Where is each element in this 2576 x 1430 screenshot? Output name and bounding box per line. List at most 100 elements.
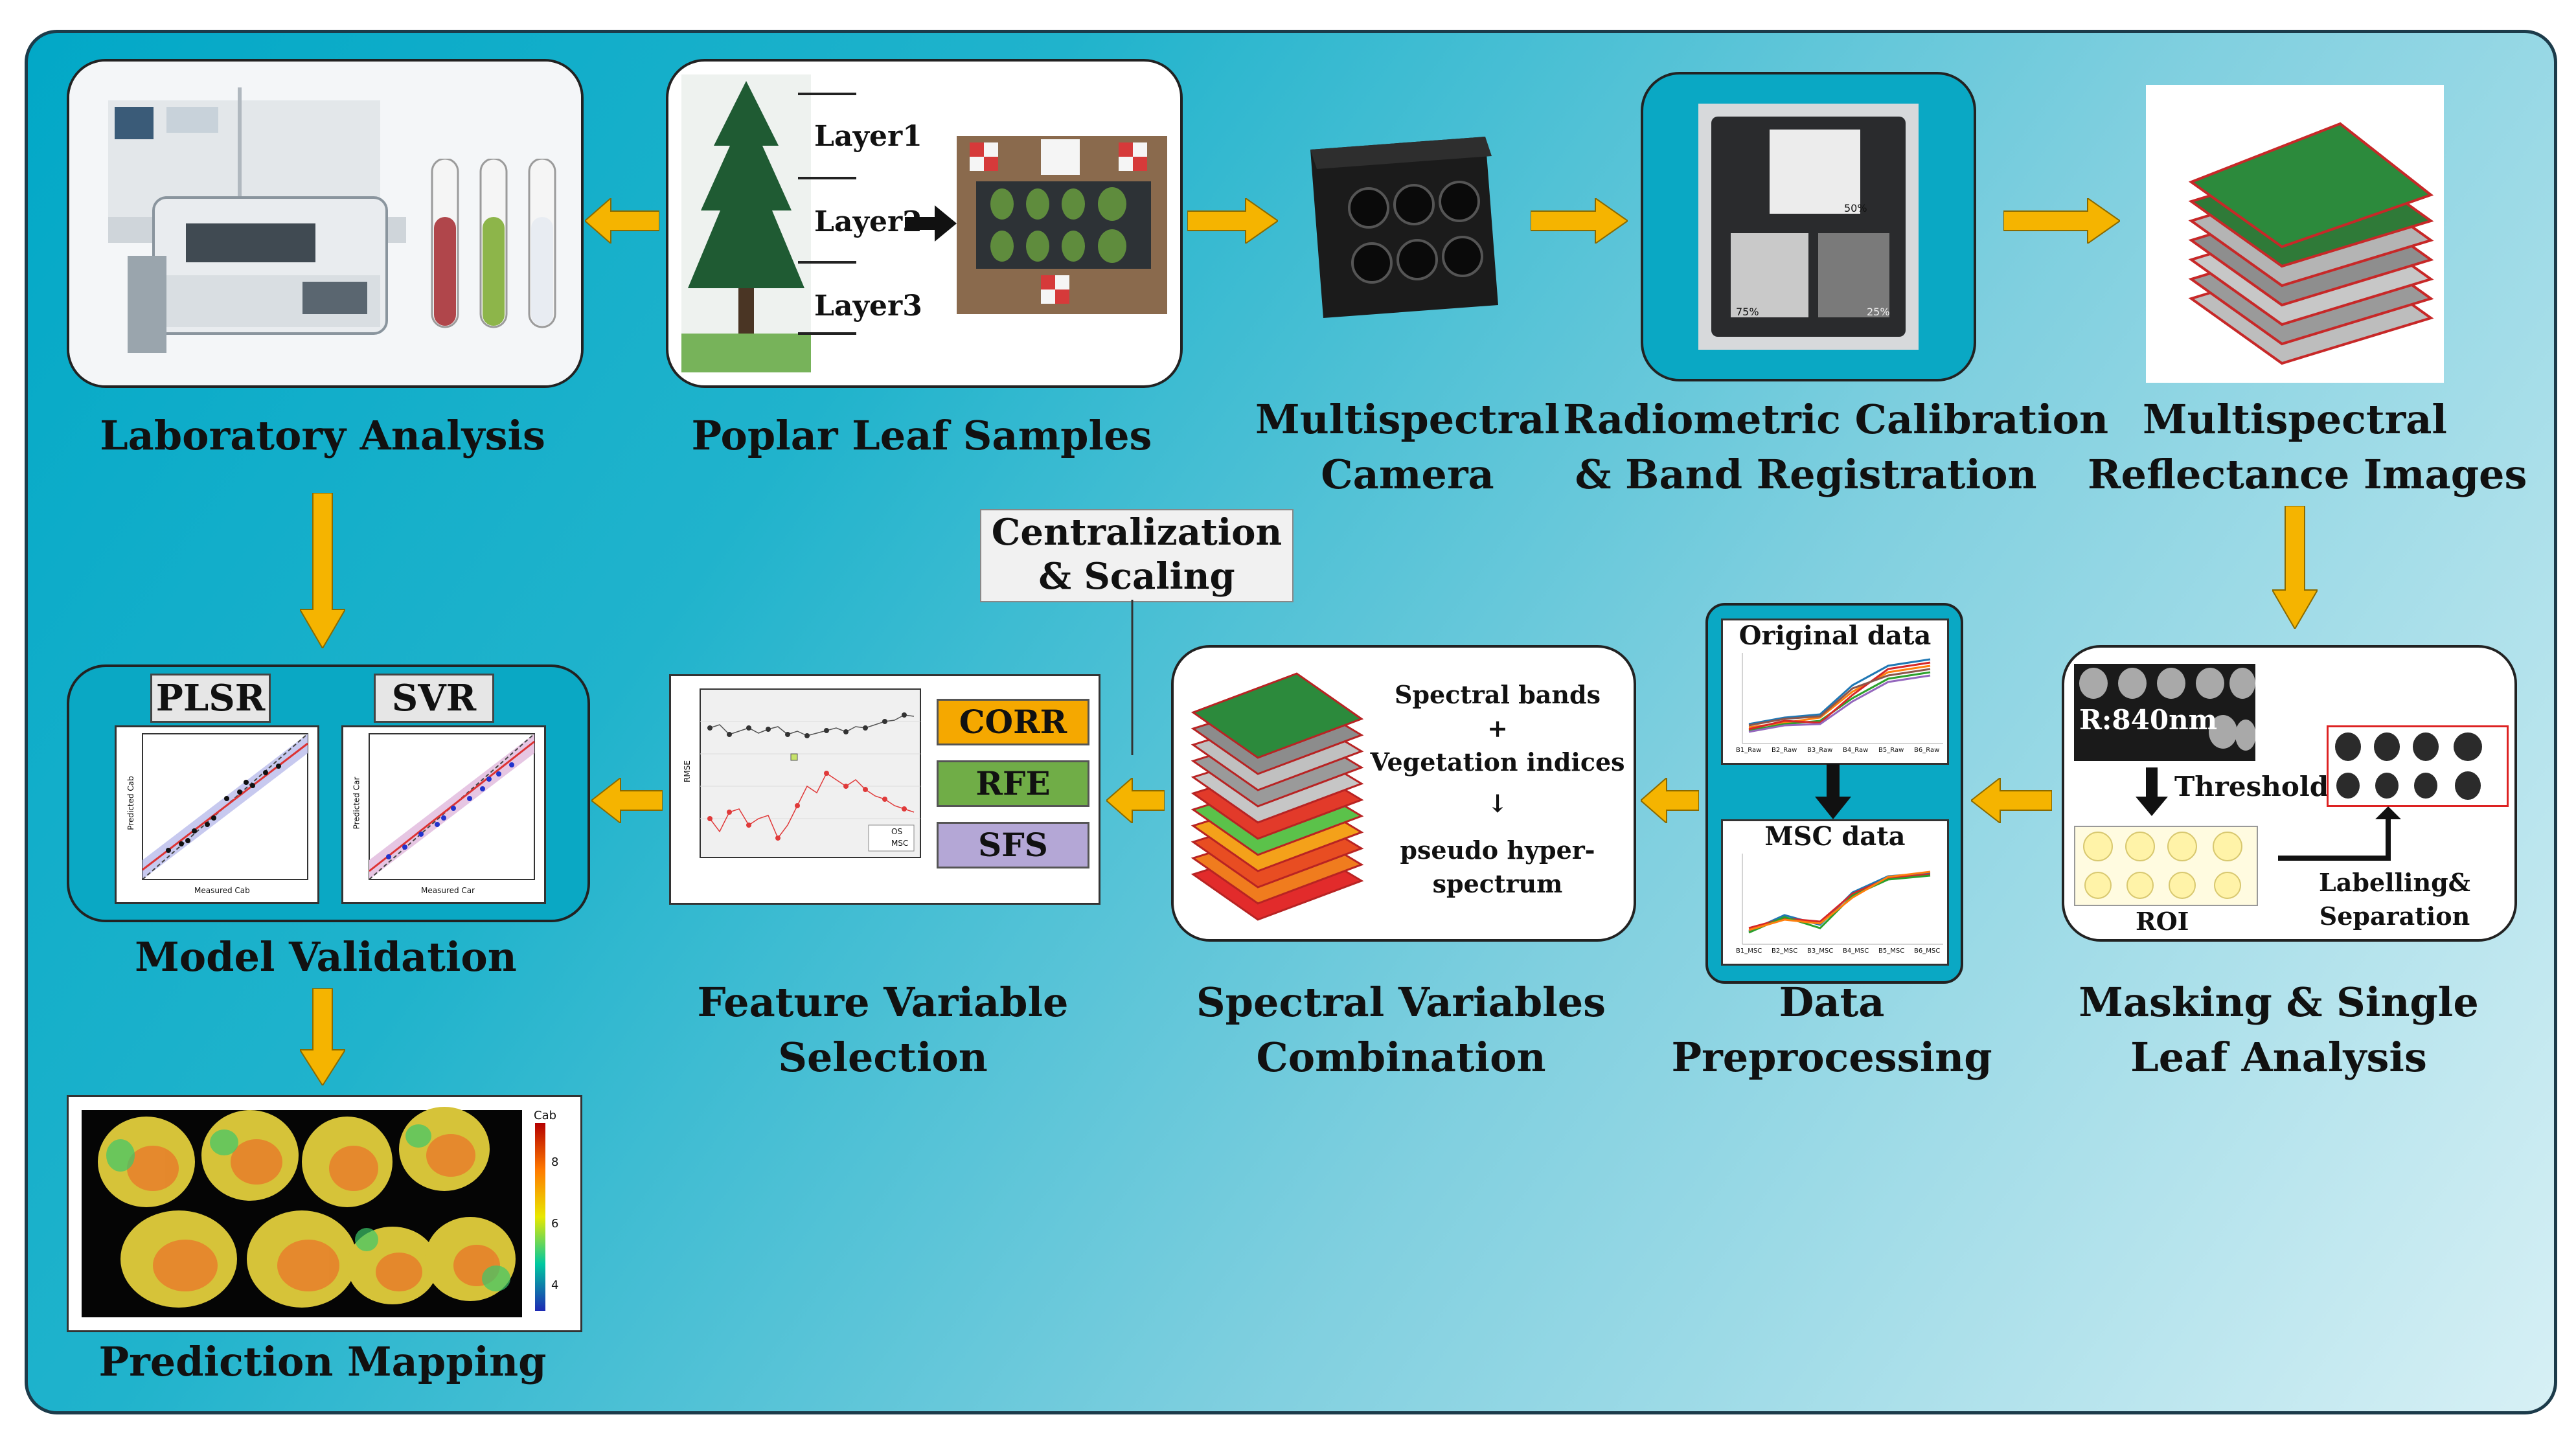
original-data-chart: Original data B1_Raw B2_Raw B3_Raw B4_Ra… [1721, 619, 1949, 765]
validation-label: Model Validation [135, 933, 517, 981]
prediction-map: Cab 8 6 4 [67, 1095, 582, 1332]
orig-tick-2: B2_Raw [1772, 747, 1797, 754]
reflectance-label-line1: Multispectral [2143, 396, 2447, 443]
radiometric-calibration-box: 50% 75% 25% [1641, 72, 1976, 381]
rmse-ylabel: RMSE [682, 760, 692, 782]
reflectance-image-stack [2146, 85, 2444, 383]
combination-line3: pseudo hyper- [1400, 835, 1595, 865]
combination-label-line2: Combination [1256, 1034, 1546, 1081]
spectral-combination-box: Spectral bands + Vegetation indices ↓ ps… [1171, 645, 1636, 942]
corr-method-chip: CORR [937, 699, 1089, 745]
poplar-tree-icon [681, 74, 811, 372]
arrow-masking-to-preprocessing [1971, 778, 2052, 823]
reflectance-label-line2: Reflectance Images [2088, 451, 2527, 498]
msc-tick-5: B5_MSC [1878, 948, 1905, 955]
masking-label-line2: Leaf Analysis [2130, 1034, 2427, 1081]
masking-box: R:840nm Thresholding ROI Labelling& Sepa… [2062, 645, 2517, 942]
rfe-method-chip: RFE [937, 760, 1089, 807]
svr-ylabel: Predicted Car [352, 777, 361, 830]
labelling-arrow-icon [2278, 806, 2401, 861]
band-label: R:840nm [2079, 704, 2218, 736]
camera-label-line1: Multispectral [1255, 396, 1560, 443]
combination-down-arrow: ↓ [1487, 789, 1508, 818]
plsr-xlabel: Measured Cab [194, 886, 250, 895]
arrow-combination-to-feature [1106, 778, 1165, 823]
multispectral-camera-icon [1310, 137, 1498, 318]
rmse-chart [700, 688, 921, 858]
calibration-photo: 50% 75% 25% [1698, 104, 1919, 350]
combination-plus: + [1487, 714, 1508, 743]
workflow-panel: Laboratory Analysis Layer1 Layer2 Layer3 [25, 30, 2557, 1414]
r840-band-image: R:840nm [2074, 664, 2255, 761]
legend-os: OS [891, 827, 903, 836]
original-data-title: Original data [1738, 620, 1932, 651]
arrow-samples-to-lab [585, 198, 659, 244]
msc-tick-4: B4_MSC [1843, 948, 1869, 955]
test-tubes [431, 159, 556, 328]
camera-label-line2: Camera [1321, 451, 1494, 498]
lab-analysis-box [67, 59, 584, 388]
msc-tick-6: B6_MSC [1914, 948, 1941, 955]
lab-analysis-label: Laboratory Analysis [100, 412, 545, 459]
arrow-preprocessing-to-combination [1641, 778, 1699, 823]
combination-line4: spectrum [1432, 869, 1563, 898]
orig-tick-1: B1_Raw [1736, 747, 1762, 754]
plsr-scatter-plot: Measured Cab Predicted Cab [115, 725, 319, 904]
layer3-label: Layer3 [814, 289, 922, 323]
orig-tick-6: B6_Raw [1914, 747, 1940, 754]
colorbar-tick-8: 8 [551, 1155, 559, 1169]
arrow-calibration-to-reflectance [2003, 198, 2120, 244]
scaling-connector [1131, 600, 1134, 755]
leaf-sample-board [957, 136, 1167, 314]
roi-label: ROI [2136, 907, 2189, 936]
arrow-feature-to-validation [591, 778, 663, 823]
colorbar-title: Cab [534, 1109, 557, 1122]
arrow-samples-to-camera [1187, 198, 1278, 244]
panel-50-label: 50% [1844, 202, 1867, 214]
orig-tick-4: B4_Raw [1843, 747, 1869, 754]
svr-scatter-plot: Measured Car Predicted Car [341, 725, 546, 904]
msc-tick-2: B2_MSC [1772, 948, 1798, 955]
roi-mask-image [2074, 826, 2258, 906]
msc-data-title: MSC data [1764, 821, 1906, 852]
panel-25-label: 25% [1867, 306, 1890, 318]
layer1-label: Layer1 [814, 120, 922, 153]
model-validation-box: PLSR SVR Measured Cab Predicted Cab Meas… [67, 664, 590, 922]
legend-msc: MSC [891, 839, 909, 848]
labelling-line1: Labelling& [2319, 868, 2470, 897]
combination-line2: Vegetation indices [1370, 747, 1625, 777]
scaling-line2: & Scaling [1038, 555, 1235, 598]
calibration-label-line2: & Band Registration [1575, 451, 2037, 498]
feature-selection-box: RMSE OS MSC CORR RFE SFS [669, 674, 1100, 905]
msc-tick-1: B1_MSC [1736, 948, 1762, 955]
layer2-label: Layer2 [814, 205, 922, 238]
orig-tick-3: B3_Raw [1807, 747, 1833, 754]
labelling-line2: Separation [2319, 902, 2470, 931]
orig-tick-5: B5_Raw [1878, 747, 1904, 754]
feature-label-line1: Feature Variable [697, 979, 1069, 1026]
poplar-samples-label: Poplar Leaf Samples [691, 412, 1152, 459]
data-preprocessing-box: Original data B1_Raw B2_Raw B3_Raw B4_Ra… [1705, 603, 1963, 984]
feature-label-line2: Selection [778, 1034, 988, 1081]
arrow-camera-to-calibration [1531, 198, 1628, 244]
preprocessing-label-line2: Preprocessing [1671, 1034, 1992, 1081]
poplar-samples-box: Layer1 Layer2 Layer3 [666, 59, 1183, 388]
plsr-header: PLSR [150, 674, 271, 723]
arrow-lab-to-validation [300, 493, 345, 648]
plsr-ylabel: Predicted Cab [126, 776, 135, 830]
thresholding-arrow-icon [2136, 767, 2168, 816]
scaling-note: Centralization & Scaling [980, 509, 1294, 602]
colorbar-tick-4: 4 [551, 1278, 559, 1292]
right-arrow-icon [905, 205, 957, 242]
colorbar-tick-6: 6 [551, 1217, 559, 1231]
svr-header: SVR [374, 674, 494, 723]
scaling-line1: Centralization [991, 511, 1282, 554]
pseudo-hyperspectrum-stack [1191, 672, 1364, 921]
arrow-reflectance-to-masking [2272, 506, 2318, 629]
panel-75-label: 75% [1736, 306, 1759, 318]
arrow-validation-to-mapping [300, 988, 345, 1085]
separated-leaves-image [2327, 725, 2509, 807]
masking-label-line1: Masking & Single [2079, 979, 2479, 1026]
sfs-method-chip: SFS [937, 822, 1089, 868]
calibration-label-line1: Radiometric Calibration [1563, 396, 2109, 443]
